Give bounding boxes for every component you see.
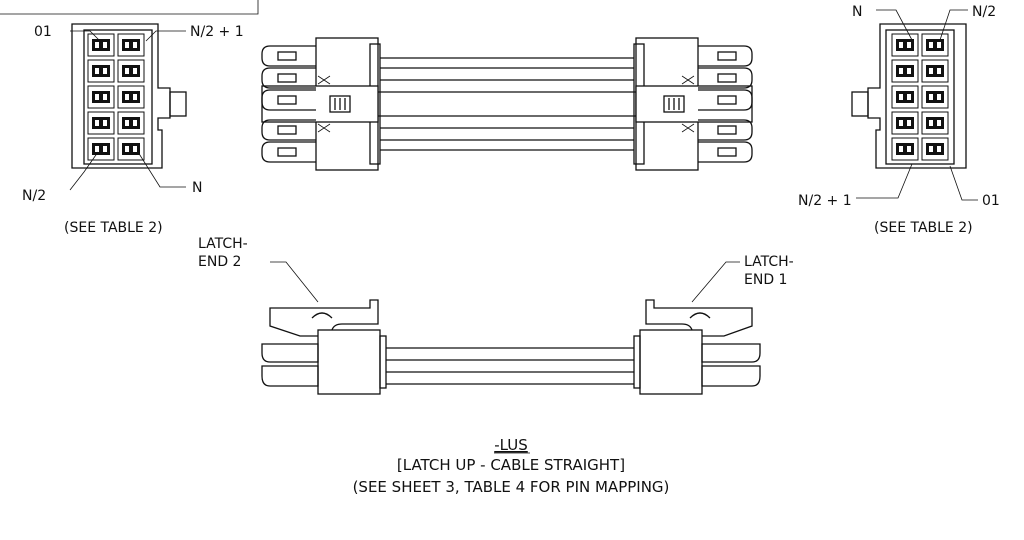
- pin-cavity: [921, 33, 949, 57]
- pin-label-right-n: N: [852, 4, 862, 20]
- left-pin-grid: [87, 33, 145, 161]
- pin-cavity: [87, 85, 115, 109]
- terminal-finger: [698, 119, 753, 141]
- terminal-finger: [261, 67, 316, 89]
- pin-cavity: [87, 137, 115, 161]
- latch-end1-label-line2: END 1: [744, 272, 787, 288]
- left-pin-leaders: [69, 30, 186, 191]
- logo-mark-left: [329, 95, 351, 113]
- right-pin-leaders: [856, 9, 978, 201]
- terminal-finger: [261, 45, 316, 67]
- pin-cavity: [891, 137, 919, 161]
- cable-side-view: [261, 299, 761, 395]
- option-code: -LUS: [494, 436, 528, 454]
- pin-cavity: [891, 85, 919, 109]
- pin-cavity: [891, 33, 919, 57]
- pin-label-left-n: N: [192, 180, 202, 196]
- left-connector-face: [71, 23, 187, 169]
- pin-cavity: [117, 137, 145, 161]
- logo-mark-right: [663, 95, 685, 113]
- option-description: [LATCH UP - CABLE STRAIGHT]: [397, 456, 625, 474]
- pin-label-left-n2-plus-1: N/2 + 1: [190, 24, 244, 40]
- pin-label-left-n2: N/2: [22, 188, 46, 204]
- pin-label-right-01: 01: [982, 193, 1000, 209]
- pin-cavity: [921, 85, 949, 109]
- pin-label-left-01: 01: [34, 24, 52, 40]
- see-table-left: (SEE TABLE 2): [64, 220, 163, 236]
- pin-cavity: [117, 85, 145, 109]
- terminal-finger: [261, 89, 316, 111]
- terminal-finger: [261, 119, 316, 141]
- terminal-finger: [698, 89, 753, 111]
- pin-cavity: [87, 33, 115, 57]
- terminal-finger: [698, 141, 753, 163]
- latch-end2-label-line2: END 2: [198, 254, 241, 270]
- terminal-finger: [698, 45, 753, 67]
- pin-cavity: [117, 111, 145, 135]
- terminal-finger: [698, 67, 753, 89]
- title-block-corner: [0, 0, 259, 15]
- terminal-finger: [261, 141, 316, 163]
- pin-mapping-note: (SEE SHEET 3, TABLE 4 FOR PIN MAPPING): [353, 478, 670, 496]
- pin-label-right-n2-plus-1: N/2 + 1: [798, 193, 852, 209]
- pin-cavity: [891, 59, 919, 83]
- latch-leaders: [270, 261, 740, 303]
- latch-end2-label-line1: LATCH-: [198, 236, 248, 252]
- pin-cavity: [87, 111, 115, 135]
- pin-cavity: [921, 59, 949, 83]
- right-pin-grid: [891, 33, 949, 161]
- latch-marks: [317, 75, 695, 133]
- cable-top-view: [261, 37, 753, 171]
- pin-cavity: [921, 137, 949, 161]
- pin-cavity: [87, 59, 115, 83]
- pin-cavity: [117, 33, 145, 57]
- pin-cavity: [117, 59, 145, 83]
- latch-end1-label-line1: LATCH-: [744, 254, 794, 270]
- pin-cavity: [921, 111, 949, 135]
- pin-label-right-n2: N/2: [972, 4, 996, 20]
- see-table-right: (SEE TABLE 2): [874, 220, 973, 236]
- pin-cavity: [891, 111, 919, 135]
- right-connector-face: [851, 23, 967, 169]
